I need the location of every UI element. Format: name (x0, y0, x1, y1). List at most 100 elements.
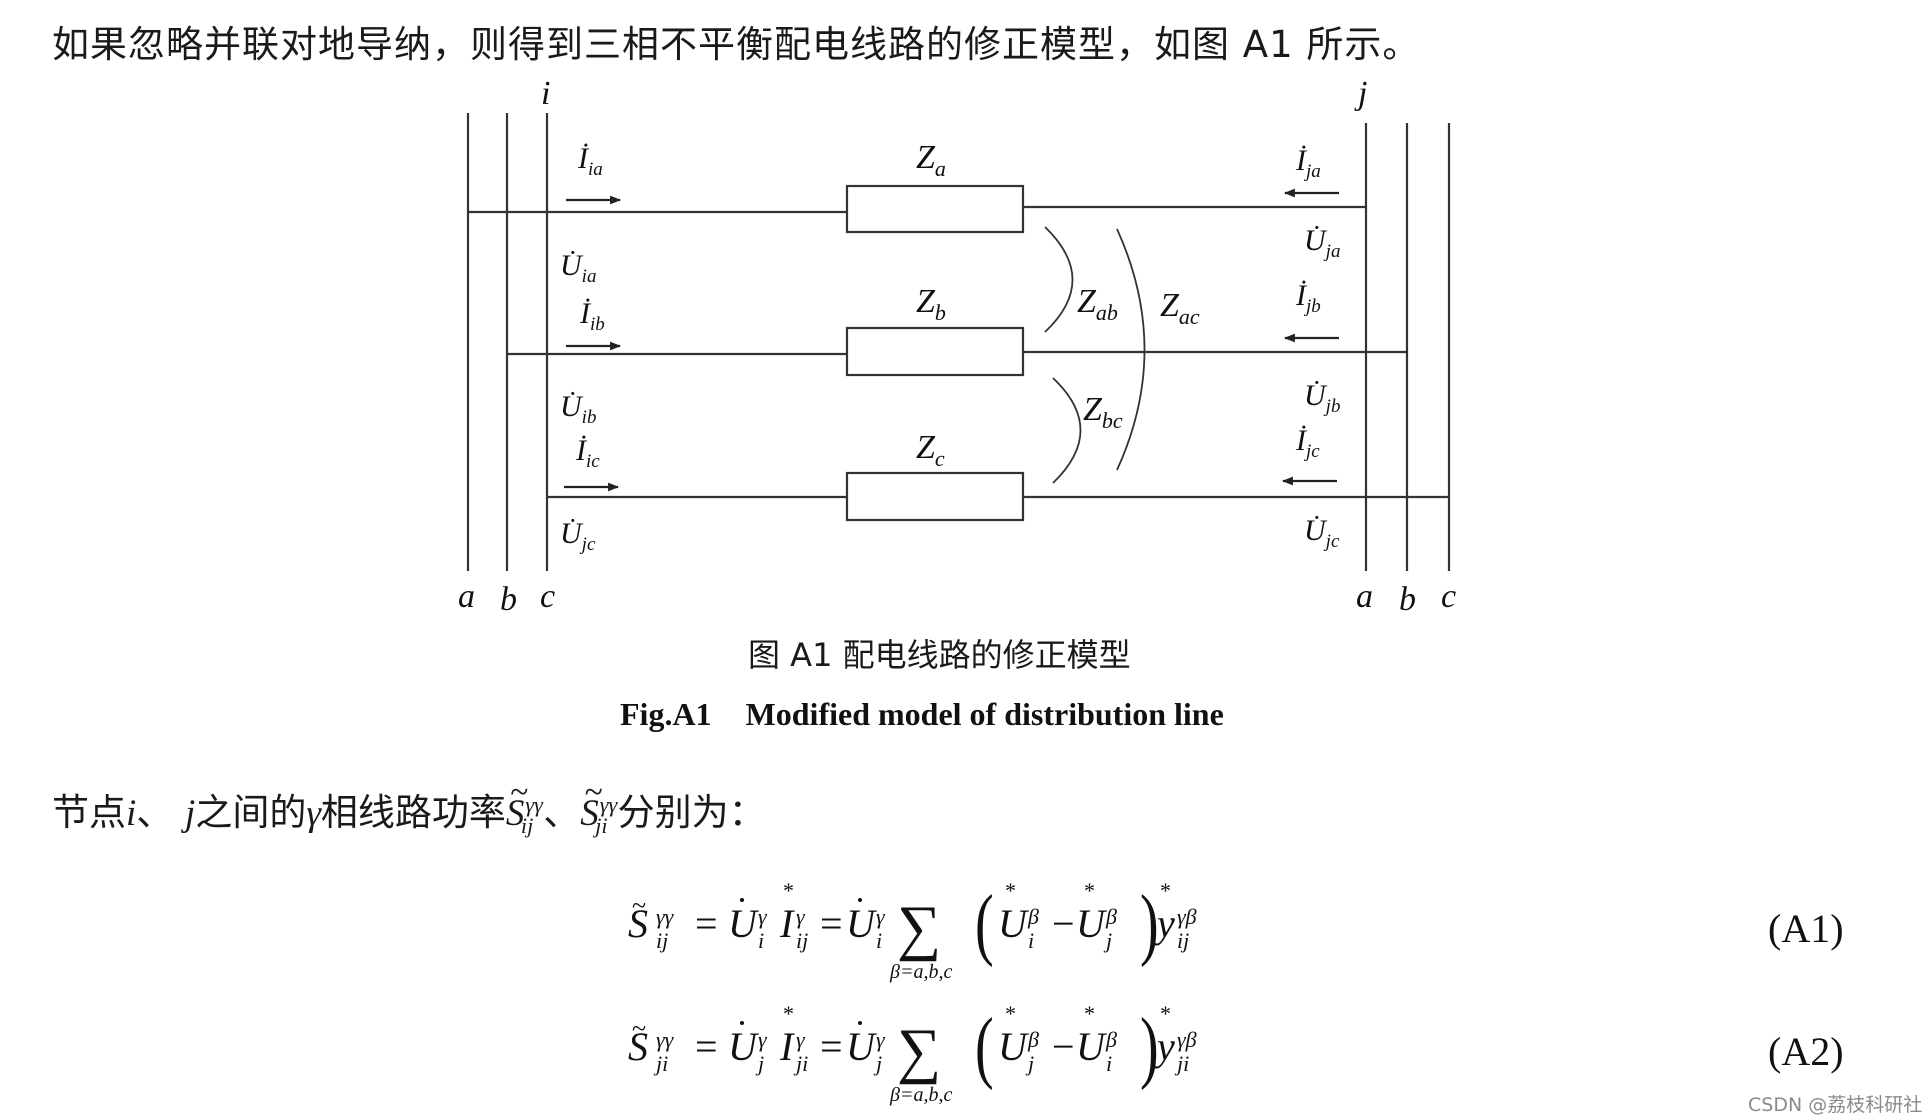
svg-text:*: * (1005, 1001, 1016, 1026)
voltage-ja-label: U̇ja (1304, 224, 1340, 262)
current-ic-label: İic (575, 434, 600, 472)
equations-block: S ~ γγ ij = U γ i I * γ ij = U γ i ∑ β=a… (628, 878, 1197, 1106)
svg-text:γ: γ (758, 904, 768, 929)
math-sup: γγ (525, 791, 543, 817)
phase-label-right-c: c (1441, 578, 1456, 615)
figure-caption-title: Modified model of distribution line (745, 696, 1224, 732)
math-S-ij: ~S (505, 773, 528, 834)
svg-text:j: j (1025, 1051, 1034, 1076)
svg-text:ji: ji (1174, 1051, 1189, 1076)
mutual-arc-bc (1052, 377, 1082, 484)
svg-text:I: I (779, 901, 795, 946)
svg-text:γ: γ (796, 1027, 806, 1052)
svg-text:γ: γ (876, 904, 886, 929)
svg-text:=: = (820, 1024, 843, 1069)
svg-text:γ: γ (876, 1027, 886, 1052)
svg-text:S: S (628, 901, 648, 946)
voltage-jc-label: U̇jc (1304, 514, 1340, 552)
impedance-zc-label: Zc (916, 429, 945, 471)
svg-text:U: U (846, 1024, 878, 1069)
node-i-label: i (541, 75, 550, 112)
voltage-jb-label: U̇jb (1304, 379, 1340, 417)
svg-text:γβ: γβ (1177, 1027, 1197, 1052)
current-ia-label: İia (577, 142, 603, 180)
phase-label-left-b: b (500, 581, 517, 618)
csdn-watermark: CSDN @荔枝科研社 (1748, 1094, 1923, 1116)
impedance-zac-label: Zac (1160, 287, 1200, 329)
voltage-jc-left-label: U̇jc (560, 517, 596, 555)
impedance-zc-box (845, 471, 1025, 522)
svg-text:j: j (873, 1051, 882, 1076)
svg-text:γ: γ (758, 1027, 768, 1052)
svg-text:ij: ij (656, 928, 668, 953)
svg-text:i: i (1106, 1051, 1112, 1076)
current-ib-label: İib (579, 297, 605, 335)
svg-text:∑: ∑ (897, 894, 941, 962)
math-sup: γγ (599, 791, 618, 817)
math-gamma: γ (306, 793, 321, 834)
svg-text:∑: ∑ (897, 1017, 941, 1085)
impedance-za-box (845, 184, 1025, 234)
svg-text:y: y (1153, 1024, 1175, 1069)
svg-text:*: * (783, 1001, 794, 1026)
intro-paragraph: 如果忽略并联对地导纳，则得到三相不平衡配电线路的修正模型，如图 A1 所示。 (52, 23, 1421, 66)
svg-text:U: U (998, 901, 1030, 946)
svg-text:U: U (728, 901, 760, 946)
svg-text:β: β (1027, 904, 1039, 929)
svg-text:=: = (695, 901, 718, 946)
phase-label-right-a: a (1356, 578, 1373, 615)
equation-a2: S ~ γγ ji = U γ j I * γ ji = U γ j ∑ β=a… (628, 1001, 1197, 1106)
impedance-za-label: Za (916, 139, 946, 181)
equation-a1: S ~ γγ ij = U γ i I * γ ij = U γ i ∑ β=a… (628, 878, 1197, 983)
para-sep: 、 (136, 791, 174, 834)
svg-text:j: j (1103, 928, 1112, 953)
svg-text:*: * (1084, 1001, 1095, 1026)
svg-text:ji: ji (653, 1051, 668, 1076)
svg-text:ji: ji (793, 1051, 808, 1076)
svg-text:U: U (998, 1024, 1030, 1069)
distribution-line-diagram: i j Za Zb Zc Zab Zac Zbc İia İib İic U̇i… (458, 75, 1456, 618)
svg-text:): ) (1140, 1001, 1159, 1090)
para-text: 相线路功率 (320, 791, 506, 834)
svg-text:*: * (1160, 1001, 1171, 1026)
svg-text:*: * (1160, 878, 1171, 903)
svg-text:γγ: γγ (656, 904, 675, 929)
equation-number-a2: (A2) (1768, 1029, 1844, 1074)
phase-label-left-a: a (458, 578, 475, 615)
node-j-label: j (1354, 75, 1367, 112)
svg-text:): ) (1140, 878, 1159, 967)
svg-text:β=a,b,c: β=a,b,c (889, 961, 952, 983)
svg-text:y: y (1153, 901, 1175, 946)
svg-text:γγ: γγ (656, 1027, 675, 1052)
impedance-zb-label: Zb (916, 283, 946, 325)
phase-label-right-b: b (1399, 581, 1416, 618)
para-text: 分别为： (617, 791, 766, 834)
mutual-arc-ab (1044, 226, 1074, 333)
current-jb-label: İjb (1295, 279, 1321, 317)
svg-text:−: − (1052, 901, 1075, 946)
svg-text:=: = (695, 1024, 718, 1069)
svg-text:*: * (1005, 878, 1016, 903)
svg-text:ij: ij (1177, 928, 1189, 953)
mutual-arc-ac (1116, 228, 1146, 471)
svg-text:*: * (1084, 878, 1095, 903)
math-sub: ij (520, 812, 534, 838)
figure-caption-chinese: 图 A1 配电线路的修正模型 (748, 636, 1131, 674)
math-S-ji: ~S (580, 773, 603, 834)
svg-text:j: j (755, 1051, 764, 1076)
svg-text:I: I (779, 1024, 795, 1069)
voltage-ia-label: U̇ia (560, 249, 596, 287)
svg-text:~: ~ (632, 891, 646, 920)
math-i: i (126, 793, 137, 834)
para-text: 节点 (52, 791, 126, 834)
svg-text:−: − (1052, 1024, 1075, 1069)
para-text: 之间的 (195, 791, 307, 834)
svg-text:β: β (1105, 1027, 1117, 1052)
svg-text:i: i (876, 928, 882, 953)
math-sub: ji (595, 812, 608, 838)
svg-text:U: U (728, 1024, 760, 1069)
svg-text:S: S (628, 1024, 648, 1069)
svg-text:γβ: γβ (1177, 904, 1197, 929)
